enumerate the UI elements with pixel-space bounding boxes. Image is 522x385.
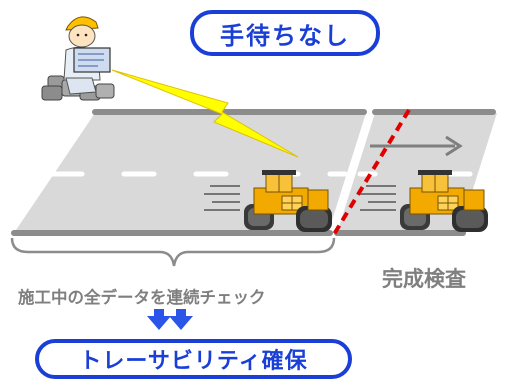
header-label: 手待ちなし <box>220 21 350 50</box>
brace-icon <box>10 237 336 267</box>
progress-arrow-icon <box>370 135 463 157</box>
result-pill: トレーサビリティ確保 <box>35 339 352 379</box>
engineer-with-laptop-icon <box>41 16 115 101</box>
header-pill: 手待ちなし <box>190 10 380 56</box>
completion-boundary <box>331 108 411 238</box>
double-down-arrow-icon <box>147 309 193 330</box>
caption-completion-inspection: 完成検査 <box>382 267 466 291</box>
lightning-signal-icon <box>111 69 299 158</box>
result-label: トレーサビリティ確保 <box>79 349 308 374</box>
caption-continuous-check: 施工中の全データを連続チェック <box>18 288 266 307</box>
